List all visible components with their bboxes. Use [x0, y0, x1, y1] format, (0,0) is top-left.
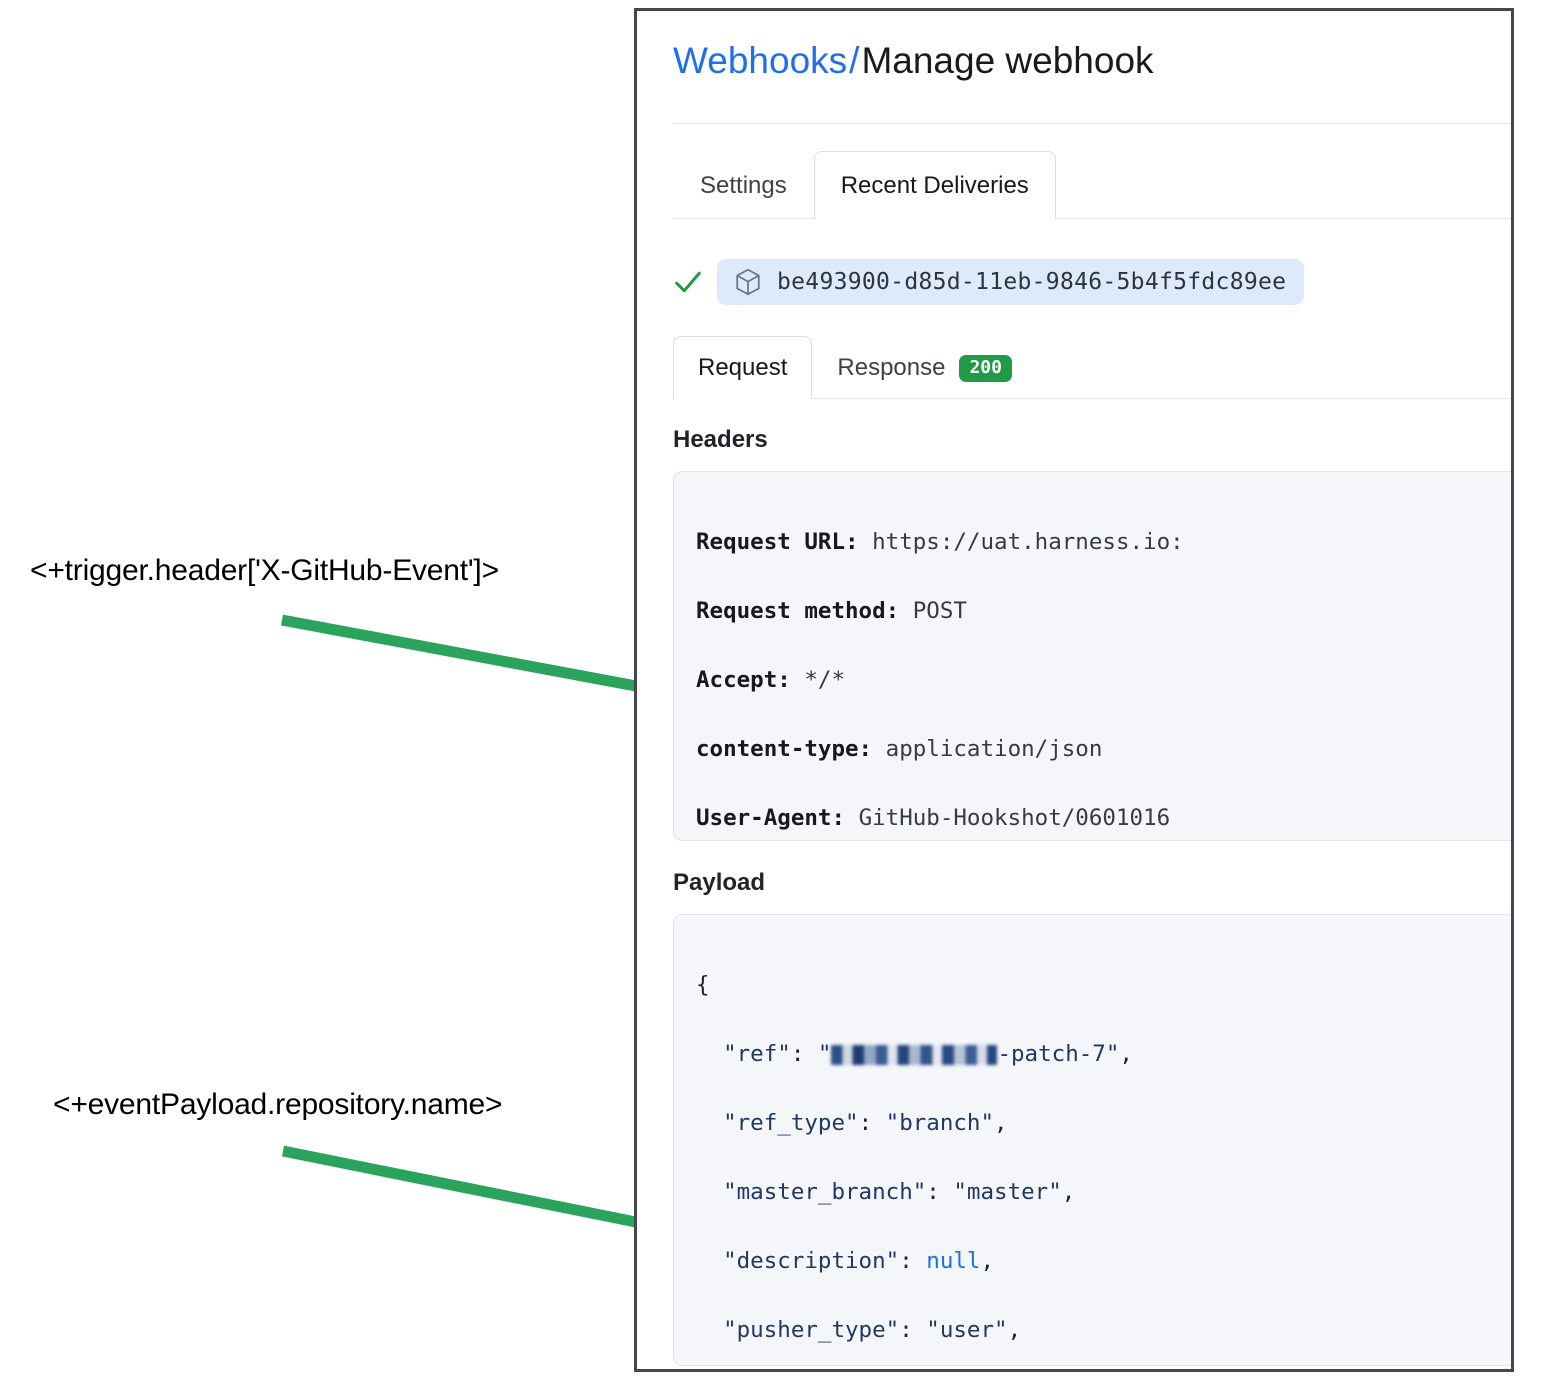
tab-request[interactable]: Request — [673, 336, 813, 399]
payload-comma: , — [1061, 1178, 1076, 1205]
payload-comma: , — [980, 1247, 995, 1274]
payload-comma: , — [994, 1109, 1008, 1136]
outer-tabs-divider — [673, 218, 1511, 219]
header-key: User-Agent: — [696, 804, 846, 831]
payload-colon: : — [899, 1316, 927, 1343]
payload-value: "user" — [926, 1316, 1008, 1343]
payload-colon: : — [926, 1178, 954, 1205]
header-value: https://uat.harness.io: — [872, 528, 1184, 555]
payload-text: { — [696, 971, 710, 998]
payload-quote: " — [817, 1040, 832, 1067]
annotation-event-payload-expression: <+eventPayload.repository.name> — [53, 1088, 503, 1121]
payload-value: null — [926, 1247, 981, 1274]
payload-colon: : — [858, 1109, 886, 1136]
payload-code-block: { "ref": "-patch-7", "ref_type": "branch… — [673, 914, 1511, 1366]
inner-tab-bar: Request Response 200 — [673, 336, 1037, 399]
payload-value: "branch" — [885, 1109, 995, 1136]
status-badge: 200 — [959, 354, 1012, 382]
cube-icon — [736, 268, 760, 296]
header-row: Accept: */* — [696, 663, 1511, 698]
delivery-id-chip[interactable]: be493900-d85d-11eb-9846-5b4f5fdc89ee — [717, 259, 1305, 305]
payload-line: { — [696, 968, 1511, 1003]
tab-recent-deliveries-label: Recent Deliveries — [840, 171, 1029, 199]
inner-tabs-divider — [673, 398, 1511, 399]
tab-settings[interactable]: Settings — [673, 151, 814, 219]
payload-quote: " — [1105, 1040, 1120, 1067]
tab-response[interactable]: Response 200 — [812, 336, 1037, 399]
payload-key: "description" — [723, 1247, 900, 1274]
payload-key: "ref" — [723, 1040, 791, 1067]
annotation-trigger-header-expression: <+trigger.header['X-GitHub-Event']> — [30, 554, 499, 587]
manage-webhook-panel: Webhooks/Manage webhook Settings Recent … — [634, 8, 1514, 1372]
header-key: content-type: — [696, 735, 873, 762]
payload-comma: , — [1007, 1316, 1022, 1343]
title-divider — [673, 123, 1511, 124]
payload-value: "master" — [953, 1178, 1062, 1205]
payload-line: "ref_type": "branch", — [696, 1106, 1511, 1141]
payload-key: "ref_type" — [723, 1109, 859, 1136]
header-row: User-Agent: GitHub-Hookshot/0601016 — [696, 801, 1511, 836]
payload-line: "master_branch": "master", — [696, 1175, 1511, 1210]
header-value: */* — [804, 666, 846, 693]
tab-recent-deliveries[interactable]: Recent Deliveries — [813, 151, 1056, 219]
payload-colon: : — [790, 1040, 818, 1067]
breadcrumb: Webhooks/Manage webhook — [673, 39, 1154, 83]
header-key: Request URL: — [696, 528, 859, 555]
arrow-to-header-event — [280, 614, 709, 717]
tab-request-label: Request — [698, 354, 788, 381]
page-title: Manage webhook — [861, 40, 1154, 81]
payload-comma: , — [1119, 1040, 1133, 1067]
outer-tab-bar: Settings Recent Deliveries — [673, 151, 1056, 219]
header-row: content-type: application/json — [696, 732, 1511, 767]
headers-code-block: Request URL: https://uat.harness.io: Req… — [673, 471, 1511, 841]
delivery-id-text: be493900-d85d-11eb-9846-5b4f5fdc89ee — [777, 269, 1287, 295]
payload-line: "pusher_type": "user", — [696, 1313, 1511, 1348]
header-value: POST — [912, 597, 967, 624]
headers-section-title: Headers — [673, 426, 768, 453]
check-icon — [675, 271, 701, 293]
payload-colon: : — [899, 1247, 927, 1274]
payload-line: "description": null, — [696, 1244, 1511, 1279]
redacted-branch-owner — [831, 1044, 998, 1065]
delivery-row: be493900-d85d-11eb-9846-5b4f5fdc89ee — [673, 259, 1305, 305]
breadcrumb-separator: / — [849, 40, 860, 81]
header-key: Request method: — [696, 597, 900, 624]
payload-section-title: Payload — [673, 869, 766, 896]
header-row: Request method: POST — [696, 594, 1511, 629]
payload-key: "pusher_type" — [723, 1316, 900, 1343]
tab-settings-label: Settings — [700, 171, 787, 199]
payload-key: "master_branch" — [723, 1178, 927, 1205]
breadcrumb-webhooks-link[interactable]: Webhooks — [673, 40, 848, 81]
header-key: Accept: — [696, 666, 791, 693]
header-value: GitHub-Hookshot/0601016 — [858, 804, 1171, 831]
header-row: Request URL: https://uat.harness.io: — [696, 525, 1511, 560]
payload-line-ref: "ref": "-patch-7", — [696, 1037, 1511, 1072]
header-value: application/json — [885, 735, 1103, 762]
tab-response-label: Response — [837, 354, 946, 381]
payload-value-visible: -patch-7 — [997, 1040, 1106, 1067]
